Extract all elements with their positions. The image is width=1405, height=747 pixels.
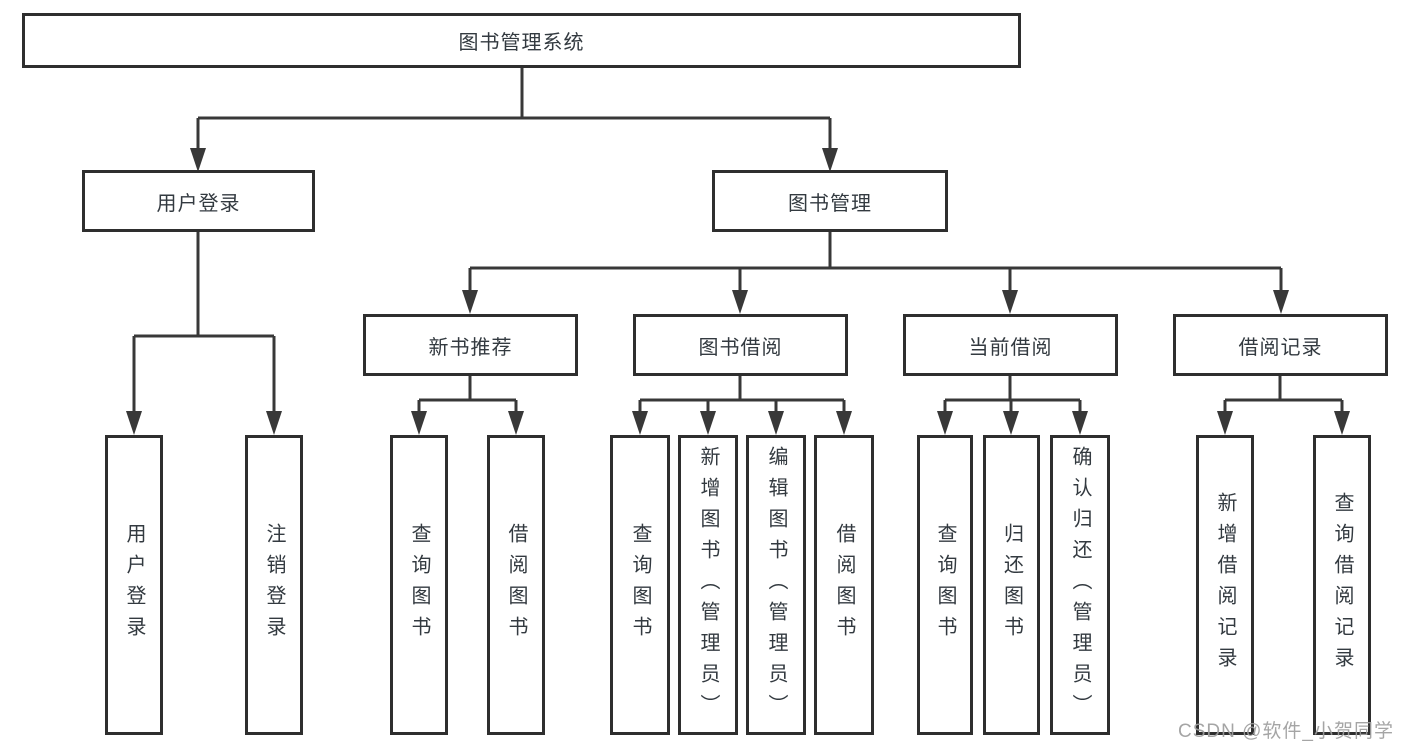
node-root: 图书管理系统 (22, 13, 1021, 68)
connector-bookborrow-to-leaves (632, 376, 852, 435)
node-borrowing-records: 借阅记录 (1173, 314, 1388, 376)
connector-currentborrow-to-leaves (937, 376, 1088, 435)
connector-newbook-to-leaves (411, 376, 524, 435)
node-new-book-recommend: 新书推荐 (363, 314, 578, 376)
leaf-nbr-borrow-books: 借阅图书 (487, 435, 545, 735)
node-book-management: 图书管理 (712, 170, 948, 232)
leaf-logout: 注销登录 (245, 435, 303, 735)
leaf-bb-add-books-admin: 新增图书（管理员） (678, 435, 738, 735)
leaf-cb-query-books: 查询图书 (917, 435, 973, 735)
connector-bookmgmt-to-level3 (462, 232, 1289, 314)
node-book-borrowing: 图书借阅 (633, 314, 848, 376)
connector-root-to-level2 (190, 68, 838, 172)
node-current-borrowing: 当前借阅 (903, 314, 1118, 376)
leaf-bb-borrow-books: 借阅图书 (814, 435, 874, 735)
node-user-login: 用户登录 (82, 170, 315, 232)
leaf-cb-confirm-return-admin: 确认归还（管理员） (1050, 435, 1110, 735)
connector-records-to-leaves (1217, 376, 1350, 435)
connector-userlogin-to-leaves (126, 232, 282, 435)
leaf-br-add-record: 新增借阅记录 (1196, 435, 1254, 735)
leaf-bb-query-books: 查询图书 (610, 435, 670, 735)
leaf-bb-edit-books-admin: 编辑图书（管理员） (746, 435, 806, 735)
leaf-nbr-query-books: 查询图书 (390, 435, 448, 735)
csdn-watermark: CSDN @软件_小贺同学 (1178, 721, 1394, 742)
leaf-user-login: 用户登录 (105, 435, 163, 735)
leaf-br-query-record: 查询借阅记录 (1313, 435, 1371, 735)
leaf-cb-return-books: 归还图书 (983, 435, 1040, 735)
